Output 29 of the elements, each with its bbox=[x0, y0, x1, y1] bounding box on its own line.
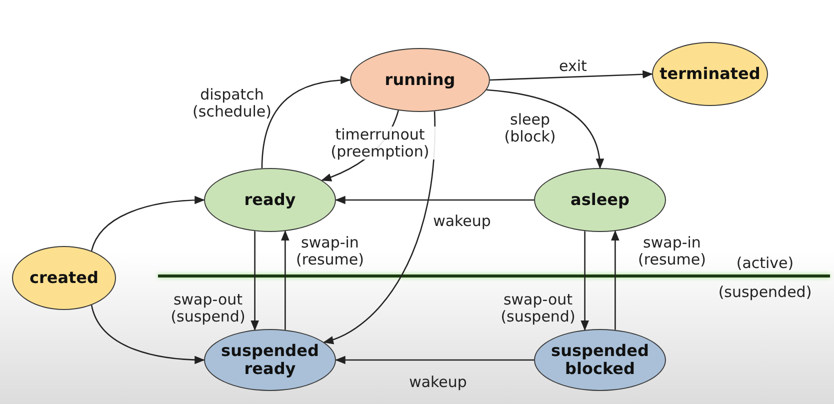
edge-label: exit bbox=[558, 58, 588, 74]
arrow bbox=[580, 231, 589, 331]
edge-label: swap-out (suspend) bbox=[500, 292, 576, 324]
state-name: asleep bbox=[570, 190, 630, 210]
edge-label: wakeup bbox=[408, 374, 468, 390]
state-name: suspended ready bbox=[220, 342, 320, 378]
arrow bbox=[90, 304, 206, 364]
arrow bbox=[334, 356, 534, 364]
arrow bbox=[334, 196, 534, 204]
state-name: running bbox=[384, 70, 456, 90]
state-name: terminated bbox=[660, 64, 760, 84]
arrow bbox=[90, 196, 206, 252]
arrow bbox=[261, 76, 352, 168]
arrow bbox=[490, 70, 654, 81]
arrow bbox=[486, 89, 604, 170]
region-label: (suspended) bbox=[717, 284, 813, 300]
state-name: suspended blocked bbox=[550, 342, 650, 378]
edge-label: sleep (block) bbox=[503, 112, 557, 144]
arrow bbox=[611, 230, 620, 330]
edge-label: wakeup bbox=[432, 212, 492, 230]
edge-label: swap-in (resume) bbox=[295, 234, 365, 268]
edge-label: swap-in (resume) bbox=[637, 234, 707, 268]
arrow bbox=[250, 231, 259, 331]
edge-label: swap-out (suspend) bbox=[170, 292, 246, 324]
state-name: created bbox=[30, 268, 98, 288]
region-label: (active) bbox=[735, 254, 795, 272]
arrow bbox=[281, 230, 290, 330]
edge-label: dispatch (schedule) bbox=[192, 86, 272, 120]
state-name: ready bbox=[244, 190, 296, 210]
